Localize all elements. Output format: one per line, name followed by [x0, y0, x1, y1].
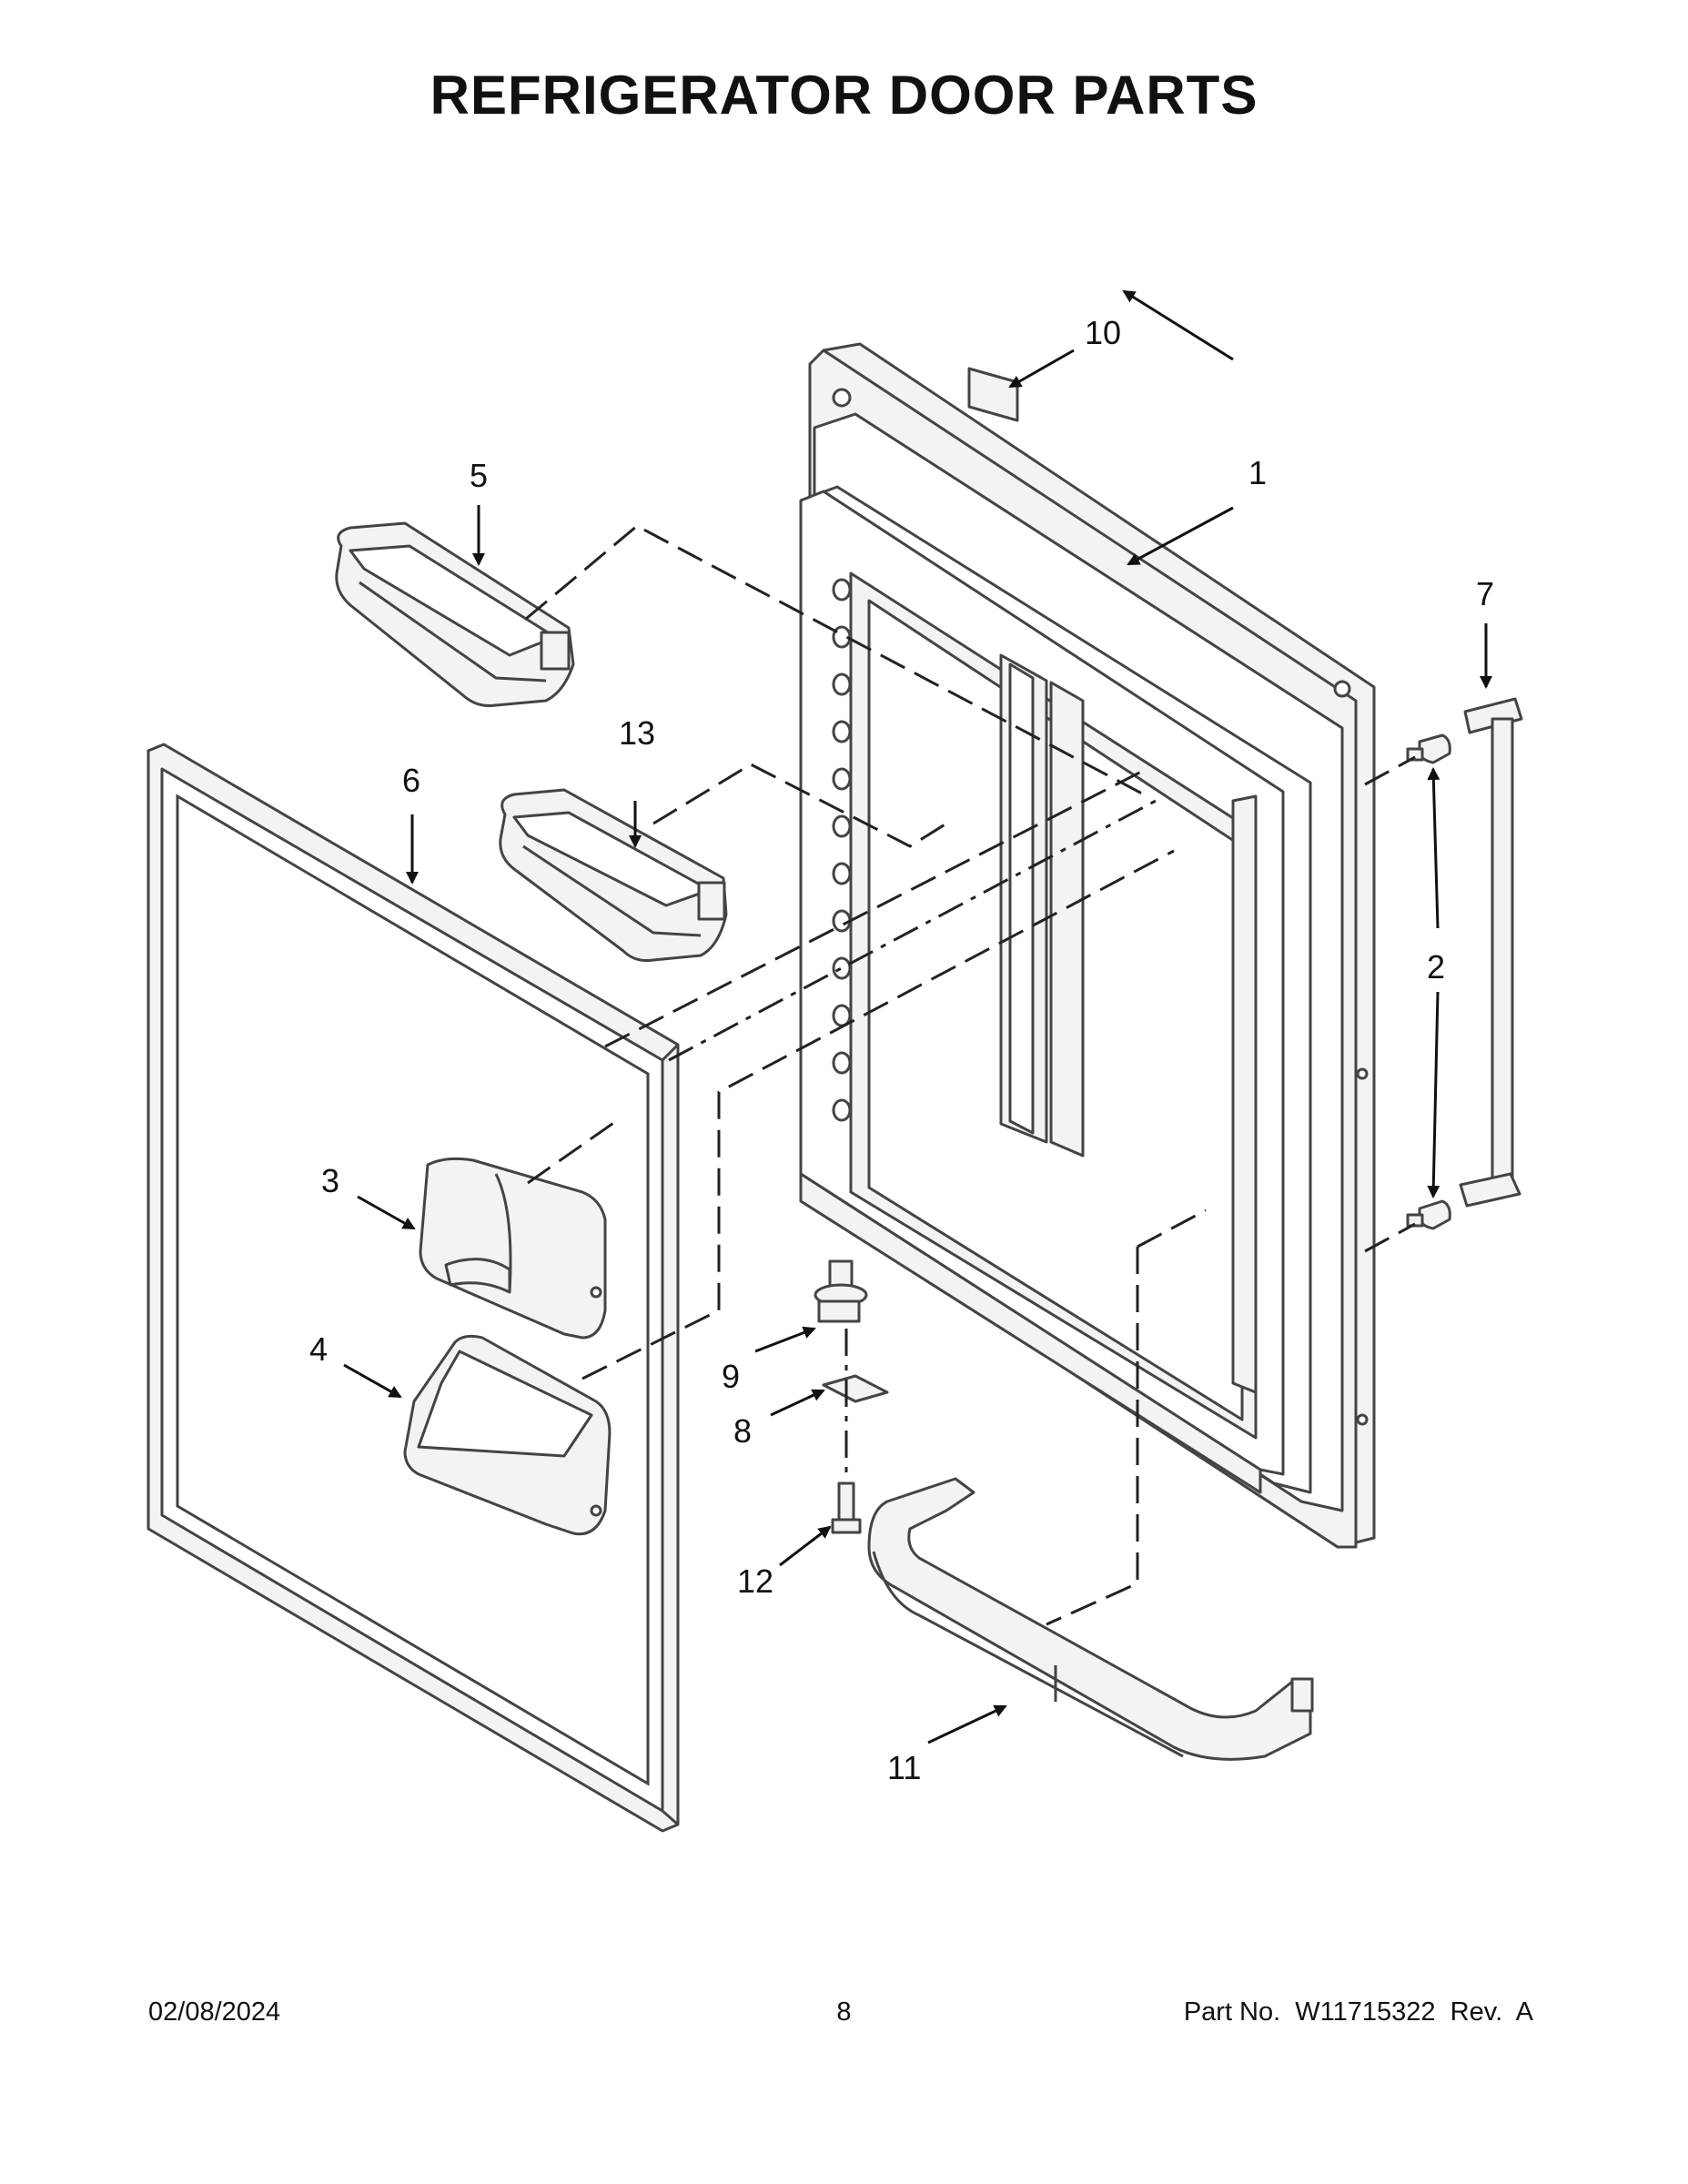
- upper-door-bin-part: [335, 521, 575, 707]
- footer-part-number: Part No. W11715322 Rev. A: [1183, 1997, 1533, 2027]
- outer-door-panel-part: [147, 743, 680, 1833]
- hinge-bracket-part: [822, 1374, 889, 1403]
- footer-date: 02/08/2024: [148, 1997, 281, 2027]
- dispenser-trim-part: [419, 1157, 607, 1340]
- label-part: [967, 367, 1019, 422]
- callout-12: 12: [737, 1562, 773, 1600]
- callout-5: 5: [470, 457, 488, 494]
- callout-6: 6: [402, 762, 420, 799]
- leader-arrows: [343, 289, 1492, 1744]
- lower-door-bin-part: [499, 788, 728, 962]
- bottom-trim-part: [867, 1477, 1314, 1761]
- callout-13: 13: [619, 714, 655, 752]
- callout-2: 2: [1427, 948, 1445, 986]
- callout-labels: 1 2 3 4 5 6 7 8 9 10 11 12 13: [309, 314, 1494, 1786]
- screw-part: [831, 1481, 862, 1534]
- assembly-lines: [525, 524, 1416, 1626]
- shelf-boss-column: [832, 578, 852, 1122]
- handle-mount-studs-part: [1406, 733, 1451, 1230]
- door-frame-part: [799, 342, 1376, 1549]
- callout-7: 7: [1476, 575, 1494, 612]
- callout-10: 10: [1085, 314, 1121, 351]
- page-title: REFRIGERATOR DOOR PARTS: [430, 65, 1258, 126]
- callout-3: 3: [321, 1162, 339, 1199]
- callout-8: 8: [733, 1412, 752, 1450]
- callout-9: 9: [722, 1358, 740, 1395]
- callout-4: 4: [309, 1330, 328, 1368]
- footer-page-number: 8: [836, 1997, 852, 2027]
- callout-11: 11: [887, 1749, 921, 1786]
- hinge-pin-part: [814, 1259, 868, 1323]
- dispenser-cover-part: [403, 1334, 612, 1536]
- door-handle-part: [1459, 697, 1523, 1208]
- callout-1: 1: [1248, 454, 1267, 491]
